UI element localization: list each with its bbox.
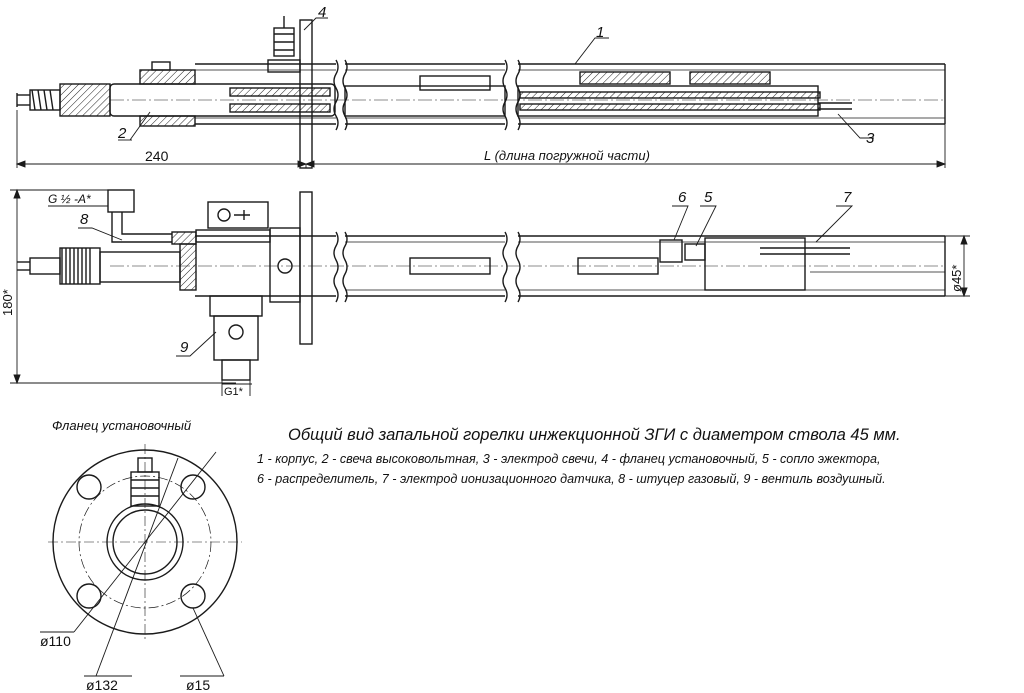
dim-diameter-110: ø110 (40, 633, 71, 649)
top-labels: 240 L (длина погружной части) 1 2 3 4 (117, 4, 875, 164)
middle-labels: 180* ø45* G ½ -A* G1* 5 6 7 8 9 (0, 189, 964, 398)
callout-1: 1 (596, 24, 604, 41)
top-sectional-view (16, 16, 946, 169)
callout-2: 2 (117, 125, 127, 142)
callout-8: 8 (80, 211, 89, 228)
callout-9: 9 (180, 339, 189, 356)
flange-title: Фланец установочный (52, 418, 192, 433)
dim-180: 180* (0, 289, 15, 316)
callout-5: 5 (704, 189, 713, 206)
thread-g-half-a: G ½ -A* (48, 192, 91, 206)
callout-3: 3 (866, 130, 875, 147)
flange-dimensions (40, 451, 225, 677)
callout-7: 7 (843, 189, 852, 206)
drawing-title: Общий вид запальной горелки инжекционной… (288, 426, 901, 444)
thread-g1: G1* (224, 386, 244, 398)
dim-l-length: L (длина погружной части) (484, 148, 650, 163)
dim-240: 240 (145, 148, 169, 164)
top-dimensions (15, 17, 947, 168)
middle-dimensions (10, 188, 970, 396)
dim-diameter-15: ø15 (186, 677, 210, 693)
middle-external-view (17, 189, 946, 381)
flange-labels: ø110 ø132 ø15 (40, 633, 210, 693)
legend-line-2: 6 - распределитель, 7 - электрод ионизац… (257, 472, 886, 486)
legend-line-1: 1 - корпус, 2 - свеча высоковольтная, 3 … (257, 452, 881, 466)
callout-4: 4 (318, 4, 326, 21)
dim-diameter-132: ø132 (86, 677, 118, 693)
dim-diameter-45: ø45* (949, 265, 964, 292)
callout-6: 6 (678, 189, 687, 206)
